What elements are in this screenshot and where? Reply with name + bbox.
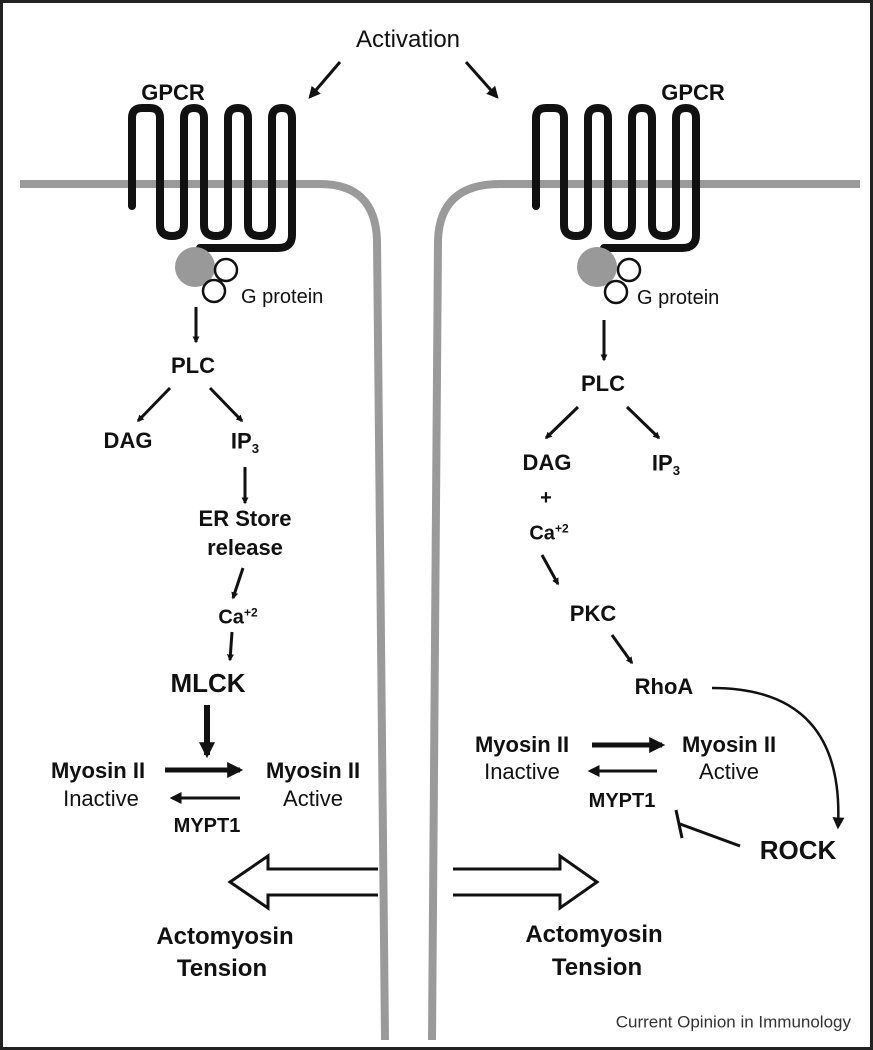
left-arrow-plc-ip3	[208, 386, 244, 423]
left-arrow-er-ca	[231, 567, 245, 600]
left-mypt1-label: MYPT1	[173, 815, 241, 837]
right-arrow-plc-dag	[544, 405, 580, 440]
activation-arrow-right	[464, 61, 499, 99]
journal-credit: Current Opinion in Immunology	[615, 1012, 851, 1032]
left-tension-arrow-icon	[227, 853, 378, 911]
right-arrow-rhoa-rock	[711, 686, 845, 830]
left-g-protein-icon	[175, 247, 239, 304]
right-calcium-label: Ca+2	[529, 521, 569, 545]
left-g-protein-label: G protein	[241, 286, 324, 308]
left-myosin-inactive-name: Myosin II	[50, 758, 146, 783]
right-pkc-label: PKC	[569, 601, 617, 626]
left-mlck-label: MLCK	[170, 668, 246, 698]
right-myosin-inactive-state: Inactive	[484, 759, 560, 784]
left-myosin-active-name: Myosin II	[265, 758, 361, 783]
right-tension-label: Tension	[551, 954, 643, 981]
left-release-label: release	[207, 535, 283, 560]
right-actomyosin-label: Actomyosin	[525, 921, 663, 948]
left-calcium-label: Ca+2	[218, 605, 258, 629]
right-arrow-plc-ip3	[625, 405, 661, 440]
right-g-protein-icon	[577, 247, 642, 305]
right-arrow-ca-pkc	[540, 554, 560, 586]
right-myosin-active-state: Active	[699, 759, 759, 784]
left-tension-label: Tension	[176, 955, 268, 982]
left-myosin-active-state: Active	[283, 786, 343, 811]
right-myosin-inactive-name: Myosin II	[474, 732, 570, 757]
right-myosin-active-name: Myosin II	[681, 732, 777, 757]
activation-arrow-left	[308, 61, 342, 99]
right-ip3-label: IP3	[651, 450, 681, 479]
right-tension-arrow-icon	[453, 853, 600, 911]
right-gpcr-receptor-icon	[532, 104, 700, 252]
left-dag-label: DAG	[103, 428, 153, 453]
left-ip3-label: IP3	[230, 428, 260, 457]
left-arrow-plc-dag	[136, 386, 172, 423]
activation-label: Activation	[355, 26, 461, 53]
left-plc-label: PLC	[171, 353, 215, 378]
left-gpcr-label: GPCR	[141, 80, 205, 105]
left-gpcr-receptor-icon	[128, 104, 296, 252]
right-g-protein-label: G protein	[637, 287, 720, 309]
right-arrow-pkc-rhoa	[610, 634, 634, 665]
right-dag-label: DAG	[522, 450, 572, 475]
right-plus-label: +	[540, 487, 552, 509]
right-gpcr-label: GPCR	[661, 80, 725, 105]
right-mypt1-label: MYPT1	[588, 790, 656, 812]
right-plc-label: PLC	[581, 371, 625, 396]
left-actomyosin-label: Actomyosin	[156, 923, 294, 950]
rock-inhibits-mypt1-bar	[674, 809, 741, 848]
right-rhoa-label: RhoA	[634, 674, 694, 699]
left-er-store-label: ER Store	[198, 506, 292, 531]
right-rock-label: ROCK	[759, 835, 837, 865]
left-arrow-ca-mlck	[226, 631, 234, 662]
left-cell-membrane	[20, 180, 389, 1041]
right-cell-membrane	[428, 180, 860, 1041]
left-myosin-inactive-state: Inactive	[63, 786, 139, 811]
